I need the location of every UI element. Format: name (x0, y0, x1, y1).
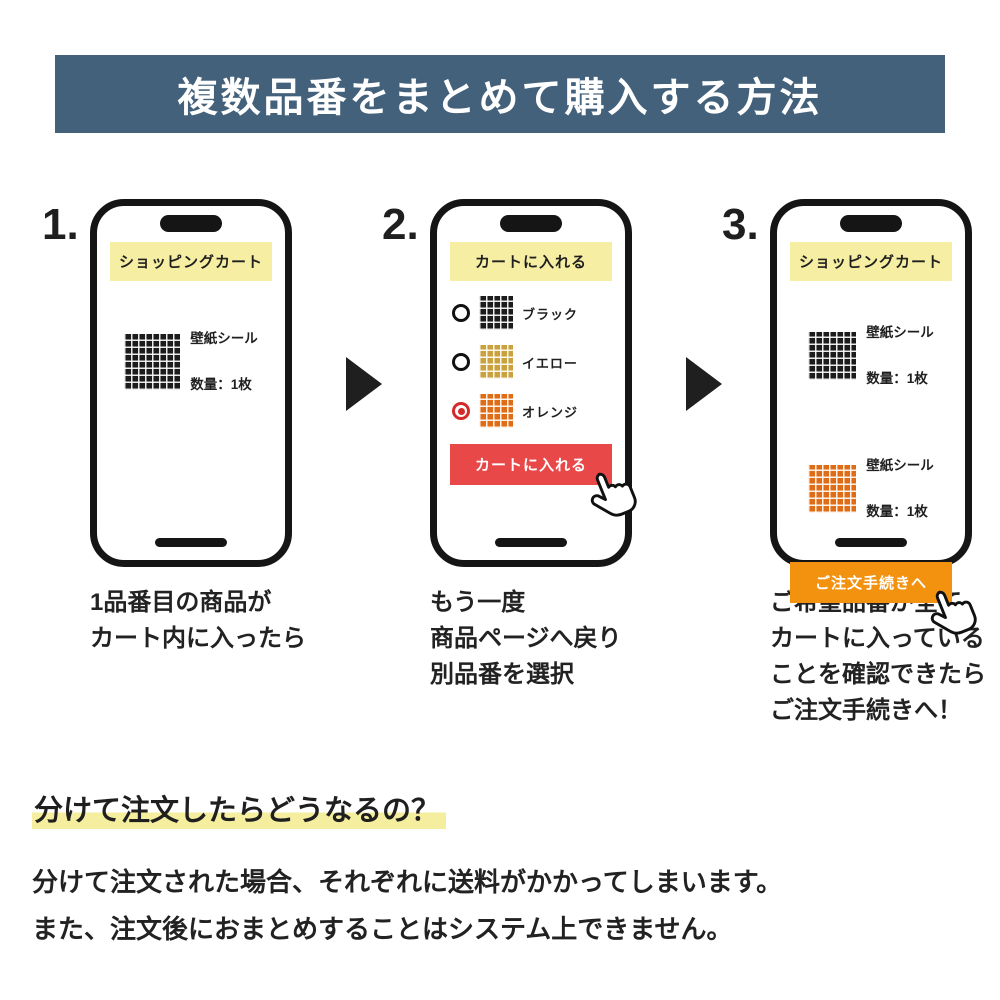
radio-orange-selected[interactable] (452, 402, 470, 420)
step-1-number: 1. (42, 200, 79, 249)
color-option-orange[interactable]: オレンジ (450, 394, 612, 428)
swatch-orange-icon (479, 394, 513, 428)
page-title: 複数品番をまとめて購入する方法 (177, 76, 823, 120)
cart-item-black: 壁紙シール 数量：1枚 (790, 299, 952, 414)
note-body: 分けて注文された場合、それぞれに送料がかかってしまいます。 また、注文後におまと… (32, 867, 783, 944)
add-to-cart-button[interactable]: カートに入れる (450, 444, 637, 517)
add-to-cart-button-label: カートに入れる (474, 457, 587, 474)
product-swatch-orange-icon (808, 465, 857, 514)
color-option-black[interactable]: ブラック (450, 296, 612, 330)
radio-black[interactable] (452, 304, 470, 322)
note-heading-row: 分けて注文したらどうなるの？ (32, 787, 968, 829)
cart-item-black: 壁紙シール 数量：1枚 (110, 305, 272, 420)
note-heading: 分けて注文したらどうなるの？ (32, 795, 447, 829)
checkout-button-label: ご注文手続きへ (814, 575, 927, 593)
steps-row: 1. ショッピングカート 壁紙シール 数量：1枚 1品番目の商品が カート内に入… (0, 199, 1000, 729)
radio-yellow[interactable] (452, 353, 470, 371)
product-swatch-black-icon (808, 332, 857, 381)
checkout-button[interactable]: ご注文手続きへ (790, 562, 977, 635)
step-1: 1. ショッピングカート 壁紙シール 数量：1枚 1品番目の商品が カート内に入… (42, 199, 346, 729)
header-banner: 複数品番をまとめて購入する方法 (55, 55, 945, 133)
note-section: 分けて注文したらどうなるの？ 分けて注文された場合、それぞれに送料がかかってしま… (32, 787, 968, 953)
step-2: 2. カートに入れる ブラック イエロー (382, 199, 686, 729)
swatch-black-icon (479, 296, 513, 330)
cart-banner-3: ショッピングカート (790, 242, 952, 281)
product-name: 壁紙シール (866, 324, 934, 340)
hand-cursor-icon (590, 472, 637, 517)
step-arrow-icon (686, 357, 722, 411)
color-option-yellow[interactable]: イエロー (450, 345, 612, 379)
phone-home-indicator (495, 538, 567, 547)
phone-home-indicator (155, 538, 227, 547)
add-to-cart-banner: カートに入れる (450, 242, 612, 281)
product-qty: 数量：1枚 (866, 370, 928, 386)
option-label-orange: オレンジ (522, 404, 579, 420)
phone-step-1: ショッピングカート 壁紙シール 数量：1枚 (90, 199, 292, 567)
step-3: 3. ショッピングカート 壁紙シール 数量：1枚 (722, 199, 1000, 729)
step-arrow-icon (346, 357, 382, 411)
phone-notch (840, 215, 902, 232)
cart-item-orange: 壁紙シール 数量：1枚 (790, 432, 952, 547)
phone-step-2: カートに入れる ブラック イエロー オレンジ (430, 199, 637, 567)
phone-notch (160, 215, 222, 232)
step-3-number: 3. (722, 200, 759, 249)
option-label-yellow: イエロー (522, 355, 578, 371)
product-name: 壁紙シール (190, 330, 258, 346)
phone-notch (500, 215, 562, 232)
hand-cursor-icon (930, 591, 977, 635)
swatch-yellow-icon (479, 345, 513, 379)
step-1-caption: 1品番目の商品が カート内に入ったら (90, 589, 306, 652)
product-name: 壁紙シール (866, 457, 934, 473)
phone-step-3: ショッピングカート 壁紙シール 数量：1枚 壁紙シール 数量：1枚 (770, 199, 977, 635)
product-swatch-black-icon (124, 334, 181, 391)
option-label-black: ブラック (522, 306, 579, 322)
step-2-caption: もう一度 商品ページへ戻り 別品番を選択 (430, 589, 622, 688)
step-2-number: 2. (382, 200, 419, 249)
phone-home-indicator (835, 538, 907, 547)
product-qty: 数量：1枚 (866, 503, 928, 519)
cart-banner-1: ショッピングカート (110, 242, 272, 281)
product-qty: 数量：1枚 (190, 376, 252, 392)
